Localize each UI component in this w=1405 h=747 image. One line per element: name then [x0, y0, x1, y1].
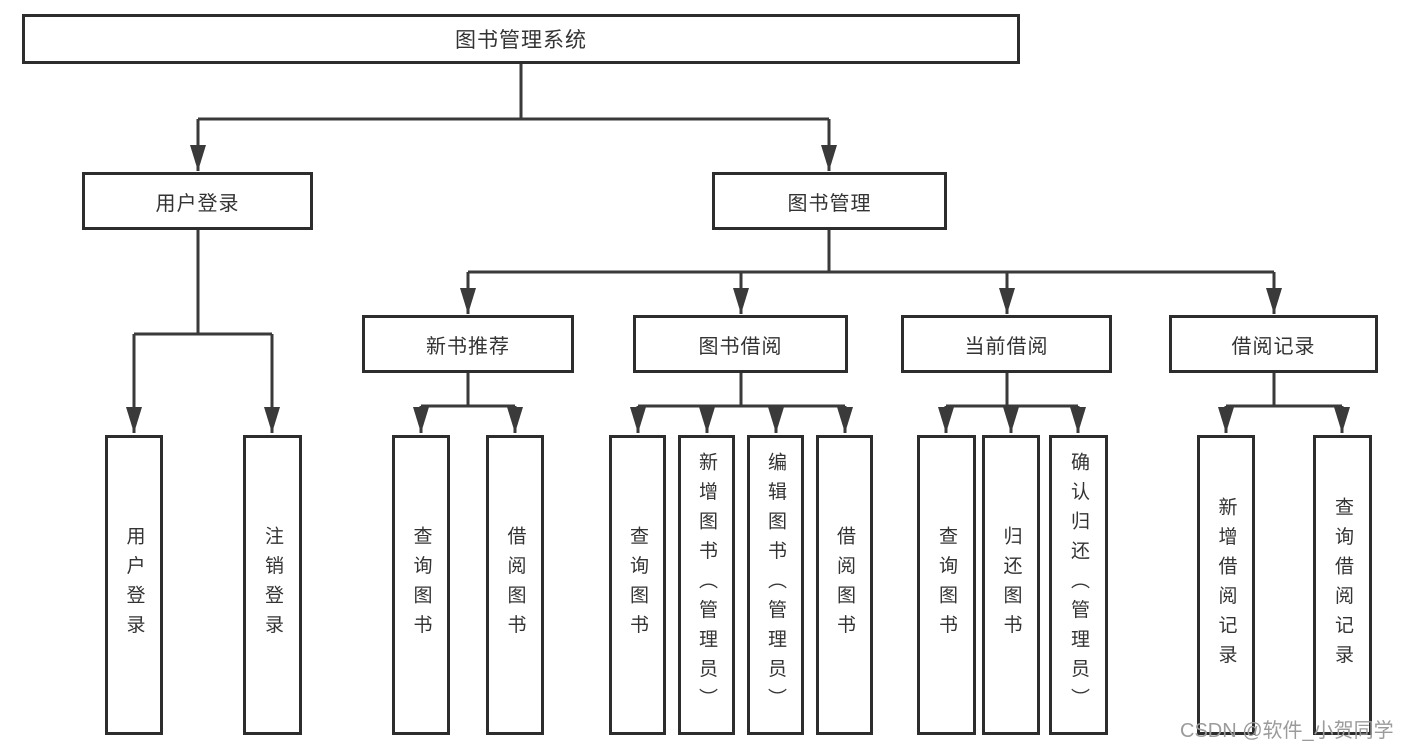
- arrowhead-icon: [190, 145, 206, 171]
- arrowhead-icon: [733, 288, 749, 314]
- node-label: 新增借阅记录: [1215, 496, 1237, 674]
- node-label: 图书借阅: [698, 335, 783, 358]
- arrowhead-icon: [460, 288, 476, 314]
- leaf-query-books-current: 查询图书: [917, 435, 976, 735]
- arrowheads: [126, 145, 1350, 433]
- arrowhead-icon: [413, 407, 429, 433]
- node-label: 新书推荐: [426, 335, 510, 358]
- node-label: 图书管理: [787, 192, 872, 215]
- node-library-management-system: 图书管理系统: [22, 14, 1020, 64]
- node-label: 当前借阅: [964, 335, 1049, 358]
- node-label: 确认归还（管理员）: [1068, 452, 1089, 718]
- leaf-query-books-newbooks: 查询图书: [392, 435, 450, 735]
- arrowhead-icon: [264, 407, 280, 433]
- leaf-add-borrow-record: 新增借阅记录: [1197, 435, 1255, 735]
- arrowhead-icon: [507, 407, 523, 433]
- arrowhead-icon: [126, 407, 142, 433]
- node-current-borrowing: 当前借阅: [901, 315, 1112, 373]
- node-label: 新增图书（管理员）: [696, 452, 717, 718]
- node-label: 用户登录: [123, 526, 145, 644]
- leaf-confirm-return-admin: 确认归还（管理员）: [1049, 435, 1108, 735]
- leaf-user-login: 用户登录: [105, 435, 163, 735]
- node-new-book-recommendation: 新书推荐: [362, 315, 574, 373]
- arrowhead-icon: [1334, 407, 1350, 433]
- node-book-management: 图书管理: [712, 172, 947, 230]
- node-label: 查询图书: [627, 526, 648, 644]
- arrowhead-icon: [938, 407, 954, 433]
- node-label: 编辑图书（管理员）: [765, 452, 786, 718]
- leaf-return-books: 归还图书: [982, 435, 1040, 735]
- arrowhead-icon: [1003, 407, 1019, 433]
- leaf-logout: 注销登录: [243, 435, 302, 735]
- node-label: 归还图书: [1000, 526, 1022, 644]
- csdn-watermark: CSDN @软件_小贺同学: [1180, 720, 1394, 742]
- node-label: 借阅图书: [504, 526, 526, 644]
- leaf-edit-books-admin: 编辑图书（管理员）: [747, 435, 804, 735]
- leaf-query-borrow-record: 查询借阅记录: [1313, 435, 1372, 735]
- arrowhead-icon: [1266, 288, 1282, 314]
- node-label: 借阅图书: [834, 526, 855, 644]
- arrowhead-icon: [1218, 407, 1234, 433]
- node-borrowing-records: 借阅记录: [1169, 315, 1378, 373]
- node-label: 图书管理系统: [455, 29, 587, 52]
- arrowhead-icon: [837, 407, 853, 433]
- arrowhead-icon: [699, 407, 715, 433]
- node-user-login: 用户登录: [82, 172, 313, 230]
- arrowhead-icon: [630, 407, 646, 433]
- arrowhead-icon: [768, 407, 784, 433]
- leaf-borrow-books-newbooks: 借阅图书: [486, 435, 544, 735]
- leaf-borrow-books-borrowing: 借阅图书: [816, 435, 873, 735]
- node-label: 查询图书: [936, 526, 957, 644]
- leaf-query-books-borrowing: 查询图书: [609, 435, 666, 735]
- connector-path: [132, 64, 1344, 433]
- node-book-borrowing: 图书借阅: [633, 315, 848, 373]
- node-label: 用户登录: [155, 192, 240, 215]
- node-label: 借阅记录: [1231, 335, 1316, 358]
- arrowhead-icon: [1070, 407, 1086, 433]
- node-label: 注销登录: [262, 526, 283, 644]
- leaf-add-books-admin: 新增图书（管理员）: [678, 435, 735, 735]
- node-label: 查询图书: [410, 526, 432, 644]
- node-label: 查询借阅记录: [1332, 496, 1353, 674]
- arrowhead-icon: [821, 145, 837, 171]
- arrowhead-icon: [999, 288, 1015, 314]
